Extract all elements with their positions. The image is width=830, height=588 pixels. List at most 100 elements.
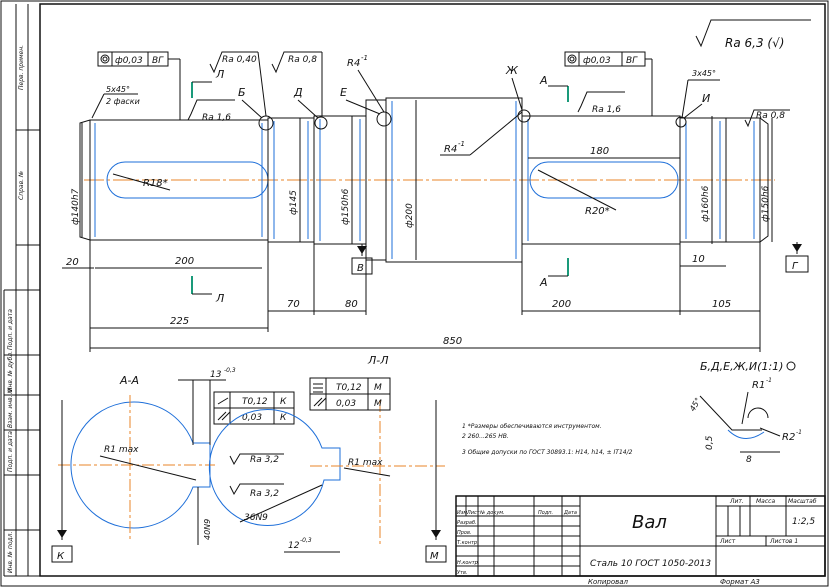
letter-e: Е: [340, 86, 347, 99]
dim-d200: ф200: [405, 203, 415, 228]
tolerance-frame-top-right: ф0,03 ВГ: [564, 51, 653, 116]
tb-lit: Лит.: [729, 498, 744, 505]
section-aa: А-А R1 max К 13 -0,3 40N9 Т0,12 К 0,03 К…: [51, 367, 295, 563]
notes: 1 *Размеры обеспечиваются инструментом. …: [462, 423, 633, 456]
detail-circle-icon: [786, 361, 796, 371]
detail-dim-05: 0,5: [705, 435, 715, 450]
dim-d150a: ф150h6: [341, 188, 351, 225]
detail-r1: R1: [752, 380, 765, 391]
r4-top-label: R4: [347, 58, 360, 69]
coaxiality-icon: [567, 54, 577, 64]
dim-d140: ф140h7: [71, 188, 81, 225]
tb-format: Формат А3: [720, 578, 760, 586]
callout-letters: 5x45° 2 фаски 3x45° R4 -1 R4 -1 Л Л А А …: [91, 54, 720, 305]
section-ll-r1max: R1 max: [348, 458, 383, 468]
callout-circle-i: [675, 116, 687, 128]
note-2: 2 260...265 HB.: [462, 433, 509, 440]
detail-dim-45: 45°: [688, 396, 703, 413]
tb-role-6: Утв.: [457, 570, 468, 576]
sec-aa-tol-1-base: К: [280, 397, 287, 407]
letter-a-bottom: А: [539, 276, 548, 289]
tb-material: Сталь 10 ГОСТ 1050-2013: [590, 559, 711, 569]
svg-text:-1: -1: [766, 377, 772, 384]
sec-ll-tol-1-base: М: [374, 383, 382, 393]
dim-len-10: 10: [692, 254, 705, 265]
sec-ll-tol-2: 0,03: [336, 399, 356, 409]
sidebar-label-7: Инв. № подл.: [7, 532, 14, 573]
title-block: Изм. Лист № докум. Подп. Дата Разраб. Пр…: [455, 495, 826, 586]
note-3: 3 Общие допуски по ГОСТ 30893.1: H14, h1…: [462, 449, 633, 456]
length-dims: 20 200 225 70 80 850 180 200 105 10: [62, 146, 761, 352]
sec-aa-tol-1: Т0,12: [242, 397, 268, 407]
roughness-16-label-b: Ra 1,6: [592, 105, 621, 115]
diameter-dims: ф140h7 ф145 ф150h6 ф200 ф160h6 ф150h6: [71, 100, 773, 260]
dim-len-200b: 200: [552, 299, 571, 310]
letter-a-top: А: [539, 74, 548, 87]
sidebar-label-1: Перв. примен.: [18, 45, 25, 90]
dim-len-20: 20: [66, 257, 79, 268]
detail-title: Б,Д,Е,Ж,И(1:1): [700, 360, 783, 373]
tb-role-1: Разраб.: [457, 520, 477, 526]
note-1: 1 *Размеры обеспечиваются инструментом.: [462, 423, 602, 430]
letter-zh: Ж: [505, 64, 519, 77]
base-g-frame: [785, 255, 809, 273]
detail-dim-8: 8: [746, 455, 752, 465]
dim-d150b: ф150h6: [761, 185, 771, 222]
tb-col-list: Лист: [466, 510, 481, 516]
callout-circle-zh: [517, 109, 531, 123]
dim-len-200a: 200: [175, 256, 194, 267]
roughness-marks: Ra 0,40 Ra 0,8 Ra 1,6 Ra 1,6 Ra 0,8: [187, 51, 790, 128]
tol-top-left-base: ВГ: [152, 56, 164, 66]
chamfer-left-note: 2 фаски: [106, 97, 140, 106]
r18-label: R18*: [143, 178, 168, 189]
tb-col-sign: Подп.: [538, 510, 553, 516]
svg-text:-1: -1: [458, 140, 465, 148]
chamfer-left-label: 5x45°: [106, 85, 130, 94]
base-v-frame: [351, 257, 373, 275]
dim-len-70: 70: [287, 299, 300, 310]
section-ll: Л-Л R1 max М Т0,12 М 0,03 М 36N9 12 -0,3: [208, 354, 447, 563]
section-aa-title: А-А: [119, 374, 139, 387]
coaxiality-icon: [100, 54, 110, 64]
tol-top-left-value: ф0,03: [115, 56, 143, 66]
svg-text:-1: -1: [796, 429, 802, 436]
letter-i: И: [702, 92, 710, 105]
base-g-label: Г: [792, 261, 799, 272]
sec-ll-tol-2-base: М: [374, 399, 382, 409]
callout-circle-d: [314, 116, 328, 130]
callout-circle-b: [258, 115, 274, 131]
base-k-frame: [51, 545, 73, 563]
dim-len-225: 225: [170, 316, 189, 327]
sec-aa-ra32b: Ra 3,2: [250, 489, 279, 499]
sidebar-label-3: Подп. и дата: [7, 309, 14, 350]
section-ll-title: Л-Л: [367, 354, 389, 367]
sec-dim-12: 12: [288, 541, 300, 551]
base-markers: В Г: [351, 242, 809, 275]
dim-len-80: 80: [345, 299, 358, 310]
inner-frame: [39, 3, 826, 577]
base-k-label: К: [57, 551, 65, 562]
roughness-08-label-b: Ra 0,8: [756, 111, 785, 121]
dim-d145: ф145: [289, 190, 299, 215]
r4-mid-label: R4: [444, 144, 457, 155]
dim-len-105: 105: [712, 299, 731, 310]
letter-d: Д: [293, 86, 303, 99]
svg-text:-1: -1: [361, 54, 368, 62]
sec-dim-36n9: 36N9: [244, 513, 268, 523]
tol-top-right-value: ф0,03: [583, 56, 611, 66]
sidebar: Перв. примен. Справ. № Подп. и дата Инв.…: [3, 4, 40, 577]
tb-role-2: Пров.: [457, 530, 472, 536]
svg-text:-0,3: -0,3: [224, 367, 236, 374]
tb-sheet: Лист: [719, 538, 736, 545]
tb-col-izm: Изм.: [457, 510, 469, 516]
sec-dim-13: 13: [210, 370, 222, 380]
tb-scale-value: 1:2,5: [792, 517, 815, 527]
base-v-label: В: [357, 263, 364, 274]
svg-text:-0,3: -0,3: [300, 537, 312, 544]
sec-aa-tol-2-base: К: [280, 413, 287, 423]
dim-len-850: 850: [443, 336, 462, 347]
base-m-frame: [425, 545, 447, 563]
letter-l-top: Л: [215, 68, 224, 81]
